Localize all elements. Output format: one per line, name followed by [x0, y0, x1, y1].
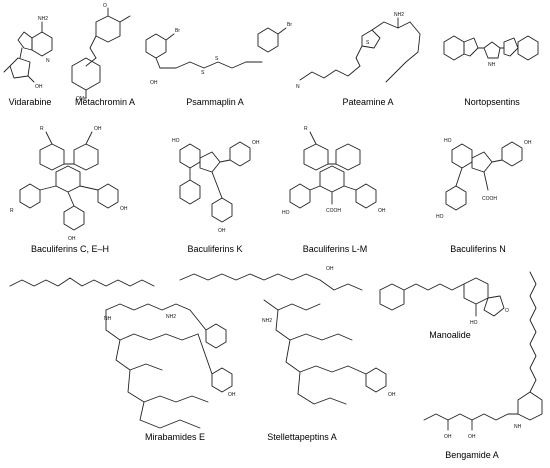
caption-baculiferins-n: Baculiferins N	[450, 244, 506, 254]
vidarabine-structure: NH2 N OH	[3, 16, 53, 90]
amine-label: NH2	[38, 16, 48, 22]
hydroxyl-label: HO	[172, 138, 180, 144]
mirabamides-e-structure: NH2 OH NH	[9, 277, 236, 429]
hydroxyl-label: OH	[35, 84, 43, 90]
hydroxyl-label: OH	[68, 236, 76, 242]
hydroxyl-label: OH	[120, 206, 128, 212]
caption-pateamine-a: Pateamine A	[342, 97, 393, 107]
hydroxyl-label: HO	[436, 214, 444, 220]
imine-label: NH	[104, 316, 112, 322]
hydroxyl-label: OH	[252, 140, 260, 146]
oxygen-label: O	[505, 308, 509, 314]
caption-vidarabine: Vidarabine	[9, 97, 52, 107]
sulfur-label: S	[215, 56, 219, 62]
nitrogen-label: N	[296, 84, 300, 90]
hydroxyl-label: OH	[388, 392, 396, 398]
caption-baculiferins-c-e-h: Baculiferins C, E–H	[31, 244, 109, 254]
hydroxyl-label: OH	[444, 434, 452, 440]
nitrogen-label: N	[46, 58, 50, 64]
psammaplin-a-structure: Br S S Br OH	[145, 22, 292, 86]
hydroxyl-label: OH	[228, 392, 236, 398]
hydroxyl-label: OH	[94, 126, 102, 132]
caption-mirabamides-e: Mirabamides E	[145, 432, 205, 442]
carboxyl-label: COOH	[326, 208, 341, 214]
caption-metachromin-a: Metachromin A	[75, 97, 135, 107]
r-group-label: R	[40, 126, 44, 132]
carboxyl-label: COOH	[482, 196, 497, 202]
imine-label: NH	[514, 424, 522, 430]
hydroxyl-label: HO	[282, 210, 290, 216]
hydroxyl-label: OH	[218, 228, 226, 234]
pateamine-a-structure: NH2 S N	[296, 12, 421, 90]
baculiferins-c-e-h-structure: R OH R OH OH	[10, 126, 128, 242]
amine-label: NH2	[394, 12, 404, 18]
baculiferins-n-structure: HO OH COOH HO	[436, 138, 532, 220]
caption-nortopsentins: Nortopsentins	[464, 97, 520, 107]
caption-manoalide: Manoalide	[429, 330, 471, 340]
methoxy-label: OMe	[76, 96, 87, 102]
stellettapeptins-a-structure: OH OH NH2	[179, 266, 396, 405]
hydroxyl-label: OH	[326, 266, 334, 272]
r-group-label: R	[304, 126, 308, 132]
caption-psammaplin-a: Psammaplin A	[186, 97, 244, 107]
hydroxyl-label: HO	[444, 138, 452, 144]
r-group-label: R	[10, 208, 14, 214]
imine-label: NH	[488, 62, 496, 68]
caption-baculiferins-l-m: Baculiferins L-M	[303, 244, 368, 254]
manoalide-structure: HO O	[379, 277, 509, 326]
oxygen-label: O	[103, 3, 107, 9]
hydroxyl-label: HO	[470, 320, 478, 326]
sulfur-label: S	[366, 40, 370, 46]
caption-stellettapeptins-a: Stellettapeptins A	[267, 432, 337, 442]
hydroxyl-label: OH	[524, 140, 532, 146]
metachromin-a-structure: O OMe	[71, 3, 131, 102]
caption-baculiferins-k: Baculiferins K	[187, 244, 242, 254]
nortopsentins-structure: NH	[443, 35, 539, 68]
bromine-label: Br	[175, 28, 180, 34]
hydroxyl-label: OH	[150, 80, 158, 86]
baculiferins-k-structure: HO OH OH	[172, 138, 260, 234]
amine-label: NH2	[166, 314, 176, 320]
hydroxyl-label: OH	[468, 434, 476, 440]
bengamide-a-structure: OH OH NH	[423, 271, 543, 440]
amine-label: NH2	[262, 318, 272, 324]
hydroxyl-label: OH	[378, 208, 386, 214]
baculiferins-l-m-structure: R COOH HO OH	[282, 126, 386, 216]
caption-bengamide-a: Bengamide A	[445, 450, 499, 460]
bromine-label: Br	[287, 22, 292, 28]
sulfur-label: S	[201, 70, 205, 76]
